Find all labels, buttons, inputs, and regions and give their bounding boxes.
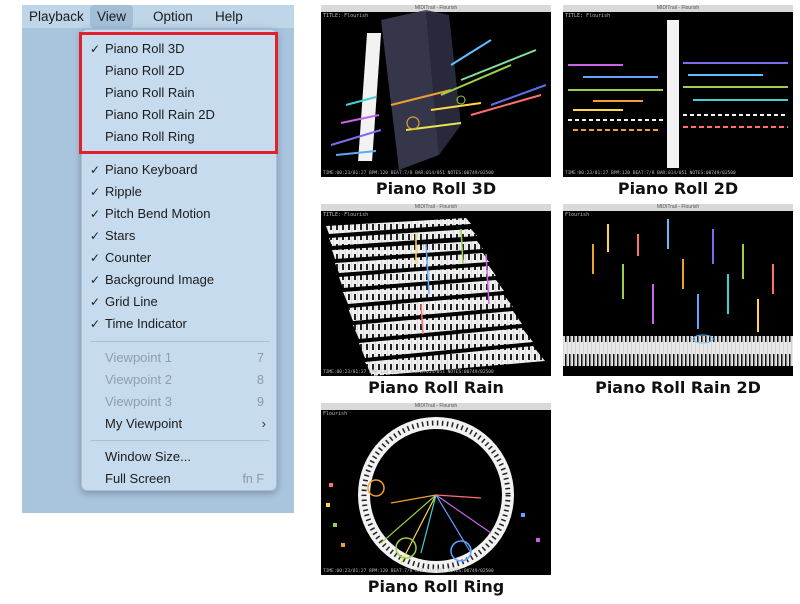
menu-item-piano-roll-rain[interactable]: Piano Roll Rain: [105, 85, 195, 100]
menu-item-pitch-bend-motion[interactable]: ✓ Pitch Bend Motion: [82, 204, 278, 224]
window-titlebar: MIDITrail - Flourish: [563, 5, 793, 12]
window-titlebar: MIDITrail - Flourish: [321, 403, 551, 410]
caption-piano-roll-ring: Piano Roll Ring: [367, 577, 505, 596]
menu-item-ripple[interactable]: ✓ Ripple: [82, 182, 278, 202]
menu-bar: Playback View Option Help: [22, 5, 294, 28]
checkmark-icon: ✓: [89, 295, 101, 309]
checkmark-icon: ✓: [89, 317, 101, 331]
checkmark-icon: ✓: [89, 273, 101, 287]
menu-item-piano-roll-3d[interactable]: ✓ Piano Roll 3D: [82, 39, 278, 59]
menubar-playback[interactable]: Playback: [29, 9, 84, 24]
checkmark-icon: ✓: [89, 229, 101, 243]
window-titlebar: MIDITrail - Flourish: [563, 204, 793, 211]
song-title-overlay: Flourish: [323, 411, 348, 417]
thumbnail-piano-roll-2d: MIDITrail - Flourish TITLE: Flourish TIM…: [563, 5, 793, 177]
menu-item-stars[interactable]: ✓ Stars: [82, 226, 278, 246]
status-counter-overlay: TIME:00:23/01:27 BPM:120 BEAT:7/8 BAR:01…: [323, 569, 494, 574]
shortcut-label: 7: [257, 351, 264, 365]
menu-item-time-indicator[interactable]: ✓ Time Indicator: [82, 314, 278, 334]
menu-item-full-screen[interactable]: Full Screen fn F: [82, 469, 278, 489]
status-counter-overlay: TIME:00:23/01:27 BPM:120 BEAT:7/8 BAR:01…: [323, 171, 494, 176]
caption-piano-roll-3d: Piano Roll 3D: [375, 179, 497, 198]
shortcut-label: 8: [257, 373, 264, 387]
menu-screenshot: Playback View Option Help ✓ Piano Roll 3…: [22, 5, 294, 513]
red-highlight-box: [79, 32, 278, 154]
piano-roll-2d-scene: [568, 20, 788, 168]
checkmark-icon: ✓: [89, 207, 101, 221]
caption-piano-roll-rain: Piano Roll Rain: [368, 378, 504, 397]
song-title-overlay: TITLE: Flourish: [323, 13, 369, 19]
caption-piano-roll-2d: Piano Roll 2D: [617, 179, 739, 198]
chevron-right-icon: ›: [261, 416, 266, 431]
menu-item-grid-line[interactable]: ✓ Grid Line: [82, 292, 278, 312]
song-title-overlay: TITLE: Flourish: [323, 212, 369, 218]
menubar-option[interactable]: Option: [153, 9, 193, 24]
checkmark-icon: ✓: [89, 163, 101, 177]
thumbnail-piano-roll-ring: MIDITrail - Flourish Flourish TIME:00:23…: [321, 403, 551, 575]
status-counter-overlay: TIME:00:23/01:27 BPM:120 BEAT:7/8 BAR:01…: [323, 370, 494, 375]
shortcut-label: 9: [257, 395, 264, 409]
window-titlebar: MIDITrail - Flourish: [321, 204, 551, 211]
menubar-view[interactable]: View: [90, 5, 134, 28]
menubar-help[interactable]: Help: [215, 9, 243, 24]
view-menu-dropdown: ✓ Piano Roll 3D Piano Roll 2D Piano Roll…: [81, 29, 277, 491]
menu-item-counter[interactable]: ✓ Counter: [82, 248, 278, 268]
thumbnail-piano-roll-rain-2d: MIDITrail - Flourish Flourish: [563, 204, 793, 376]
menu-item-piano-keyboard[interactable]: ✓ Piano Keyboard: [82, 160, 278, 180]
menu-item-piano-roll-ring[interactable]: Piano Roll Ring: [105, 129, 195, 144]
menu-item-window-size[interactable]: Window Size...: [105, 449, 191, 464]
caption-piano-roll-rain-2d: Piano Roll Rain 2D: [595, 378, 761, 397]
menu-item-viewpoint-1: Viewpoint 1 7: [82, 348, 278, 368]
piano-roll-rain-scene: [326, 218, 545, 376]
menu-item-viewpoint-2: Viewpoint 2 8: [82, 370, 278, 390]
checkmark-icon: ✓: [89, 42, 101, 56]
menu-item-piano-roll-rain-2d[interactable]: Piano Roll Rain 2D: [105, 107, 215, 122]
thumbnail-piano-roll-3d: MIDITrail - Flourish TITLE: Flourish TIM…: [321, 5, 551, 177]
window-titlebar: MIDITrail - Flourish: [321, 5, 551, 12]
song-title-overlay: TITLE: Flourish: [565, 13, 611, 19]
shortcut-label: fn F: [242, 472, 264, 486]
menu-item-background-image[interactable]: ✓ Background Image: [82, 270, 278, 290]
thumbnail-piano-roll-rain: MIDITrail - Flourish: [321, 204, 551, 376]
menu-item-piano-roll-2d[interactable]: Piano Roll 2D: [105, 63, 185, 78]
status-counter-overlay: TIME:00:23/01:27 BPM:120 BEAT:7/8 BAR:01…: [565, 171, 736, 176]
checkmark-icon: ✓: [89, 251, 101, 265]
piano-roll-3d-scene: [330, 10, 547, 170]
piano-roll-rain-2d-scene: [563, 219, 793, 366]
menu-separator: [91, 341, 269, 342]
menu-separator: [91, 440, 269, 441]
checkmark-icon: ✓: [89, 185, 101, 199]
piano-roll-ring-scene: [326, 417, 540, 573]
menu-item-my-viewpoint[interactable]: My Viewpoint ›: [82, 414, 278, 434]
song-title-overlay: Flourish: [565, 212, 590, 218]
menu-item-viewpoint-3: Viewpoint 3 9: [82, 392, 278, 412]
